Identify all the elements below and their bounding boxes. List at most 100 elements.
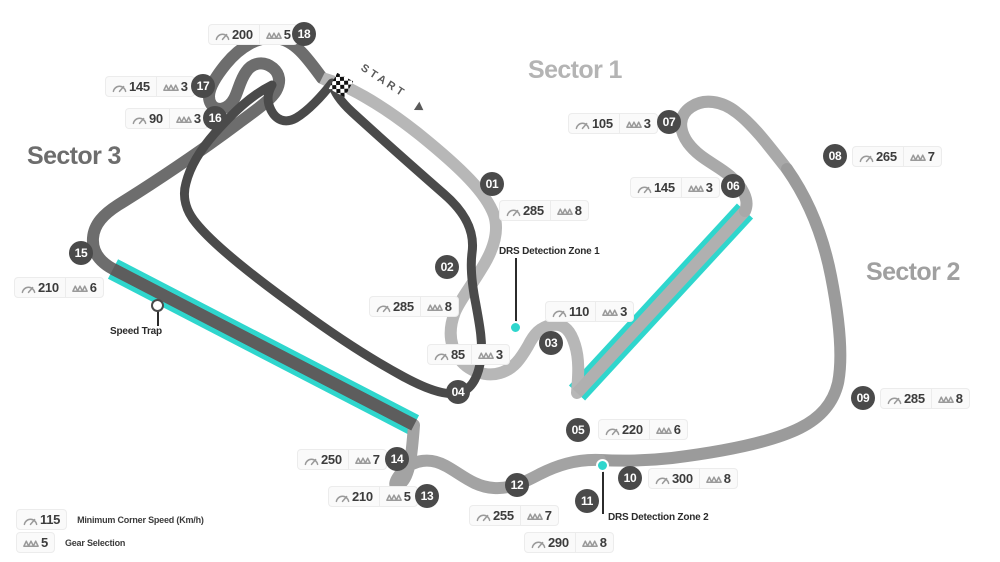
corner-badge-02[interactable]: 02	[435, 255, 459, 279]
gear-selection-value: 3	[705, 180, 713, 195]
corner-badge-17[interactable]: 17	[191, 74, 215, 98]
min-corner-speed-value: 85	[451, 347, 465, 362]
pit-lane	[179, 78, 486, 399]
min-corner-speed-value: 285	[393, 299, 414, 314]
drs-detection-zone-1-leader	[515, 258, 517, 326]
corner-badge-08[interactable]: 08	[823, 144, 847, 168]
min-corner-speed-value: 105	[592, 116, 613, 131]
gear-selection-cell: 8	[698, 469, 737, 488]
gear-selection-cell: 6	[648, 420, 687, 439]
corner-badge-18[interactable]: 18	[292, 22, 316, 46]
legend-description: Gear Selection	[64, 537, 126, 548]
gear-selection-icon	[386, 493, 402, 501]
legend-description: Minimum Corner Speed (Km/h)	[77, 514, 204, 525]
legend-sample-value: 5	[41, 535, 48, 550]
min-corner-speed-value: 145	[654, 180, 675, 195]
gear-selection-icon	[427, 303, 443, 311]
min-corner-speed-value: 145	[129, 79, 150, 94]
gear-selection-icon	[266, 31, 282, 39]
corner-data-pill-10: 300 8	[648, 468, 738, 489]
legend-icon-cell: 115	[17, 510, 66, 529]
speed-trap-label: Speed Trap	[110, 326, 162, 337]
gear-selection-value: 5	[283, 27, 291, 42]
min-corner-speed-cell: 145	[106, 77, 156, 96]
min-corner-speed-value: 90	[149, 111, 163, 126]
corner-badge-06[interactable]: 06	[721, 174, 745, 198]
min-corner-speed-cell: 105	[569, 114, 619, 133]
track-back-straight	[572, 206, 750, 398]
gear-selection-icon	[626, 120, 642, 128]
corner-data-pill-13: 210 5	[328, 486, 418, 507]
gear-selection-value: 3	[180, 79, 188, 94]
corner-data-pill-02: 285 8	[369, 296, 459, 317]
corner-badge-01[interactable]: 01	[480, 172, 504, 196]
gear-selection-icon	[163, 83, 179, 91]
gear-selection-cell: 6	[64, 278, 103, 297]
gear-selection-icon	[527, 512, 543, 520]
track-sector-3	[86, 31, 328, 275]
gear-selection-value: 7	[372, 452, 380, 467]
speedometer-icon	[859, 155, 874, 162]
min-corner-speed-cell: 285	[500, 201, 550, 220]
min-corner-speed-cell: 250	[298, 450, 348, 469]
speedometer-icon	[655, 477, 670, 484]
gear-selection-cell: 7	[902, 147, 941, 166]
speed-trap-leader	[157, 310, 159, 326]
gear-selection-value: 3	[193, 111, 201, 126]
speedometer-icon	[476, 514, 491, 521]
gear-selection-value: 8	[723, 471, 731, 486]
sector-label-1: Sector 1	[528, 56, 622, 84]
corner-badge-09[interactable]: 09	[851, 386, 875, 410]
speedometer-icon	[23, 518, 38, 525]
gear-selection-icon	[582, 539, 598, 547]
min-corner-speed-cell: 290	[525, 533, 575, 552]
corner-badge-14[interactable]: 14	[385, 447, 409, 471]
speedometer-icon	[887, 397, 902, 404]
min-corner-speed-value: 290	[548, 535, 569, 550]
min-corner-speed-value: 250	[321, 452, 342, 467]
legend: 115 Minimum Corner Speed (Km/h) 5 Gear Sele…	[16, 508, 204, 554]
corner-badge-15[interactable]: 15	[69, 241, 93, 265]
gear-selection-value: 5	[403, 489, 411, 504]
corner-badge-10[interactable]: 10	[618, 466, 642, 490]
min-corner-speed-value: 285	[523, 203, 544, 218]
corner-badge-13[interactable]: 13	[415, 484, 439, 508]
legend-icon-cell: 5	[17, 533, 54, 552]
min-corner-speed-cell: 300	[649, 469, 699, 488]
corner-data-pill-17: 145 3	[105, 76, 195, 97]
speedometer-icon	[434, 353, 449, 360]
min-corner-speed-value: 265	[876, 149, 897, 164]
min-corner-speed-value: 210	[38, 280, 59, 295]
corner-data-pill-14: 250 7	[297, 449, 387, 470]
legend-sample-value: 115	[40, 512, 61, 527]
gear-selection-icon	[706, 475, 722, 483]
corner-badge-05[interactable]: 05	[566, 418, 590, 442]
min-corner-speed-value: 200	[232, 27, 253, 42]
gear-selection-cell: 3	[168, 109, 207, 128]
corner-badge-12[interactable]: 12	[505, 473, 529, 497]
corner-badge-11[interactable]: 11	[575, 489, 599, 513]
corner-badge-07[interactable]: 07	[657, 110, 681, 134]
corner-data-pill-06: 145 3	[630, 177, 720, 198]
min-corner-speed-cell: 210	[329, 487, 379, 506]
gear-selection-value: 8	[955, 391, 963, 406]
gear-selection-value: 8	[444, 299, 452, 314]
drs-detection-zone-2-leader	[602, 468, 604, 514]
corner-badge-04[interactable]: 04	[446, 380, 470, 404]
gear-selection-cell: 5	[378, 487, 417, 506]
corner-data-pill-15: 210 6	[14, 277, 104, 298]
gear-selection-value: 7	[927, 149, 935, 164]
corner-badge-03[interactable]: 03	[539, 331, 563, 355]
gear-selection-value: 7	[544, 508, 552, 523]
min-corner-speed-cell: 285	[881, 389, 931, 408]
gear-selection-cell: 8	[930, 389, 969, 408]
gear-selection-icon	[938, 395, 954, 403]
min-corner-speed-value: 300	[672, 471, 693, 486]
min-corner-speed-value: 110	[569, 304, 590, 319]
corner-badge-16[interactable]: 16	[203, 106, 227, 130]
